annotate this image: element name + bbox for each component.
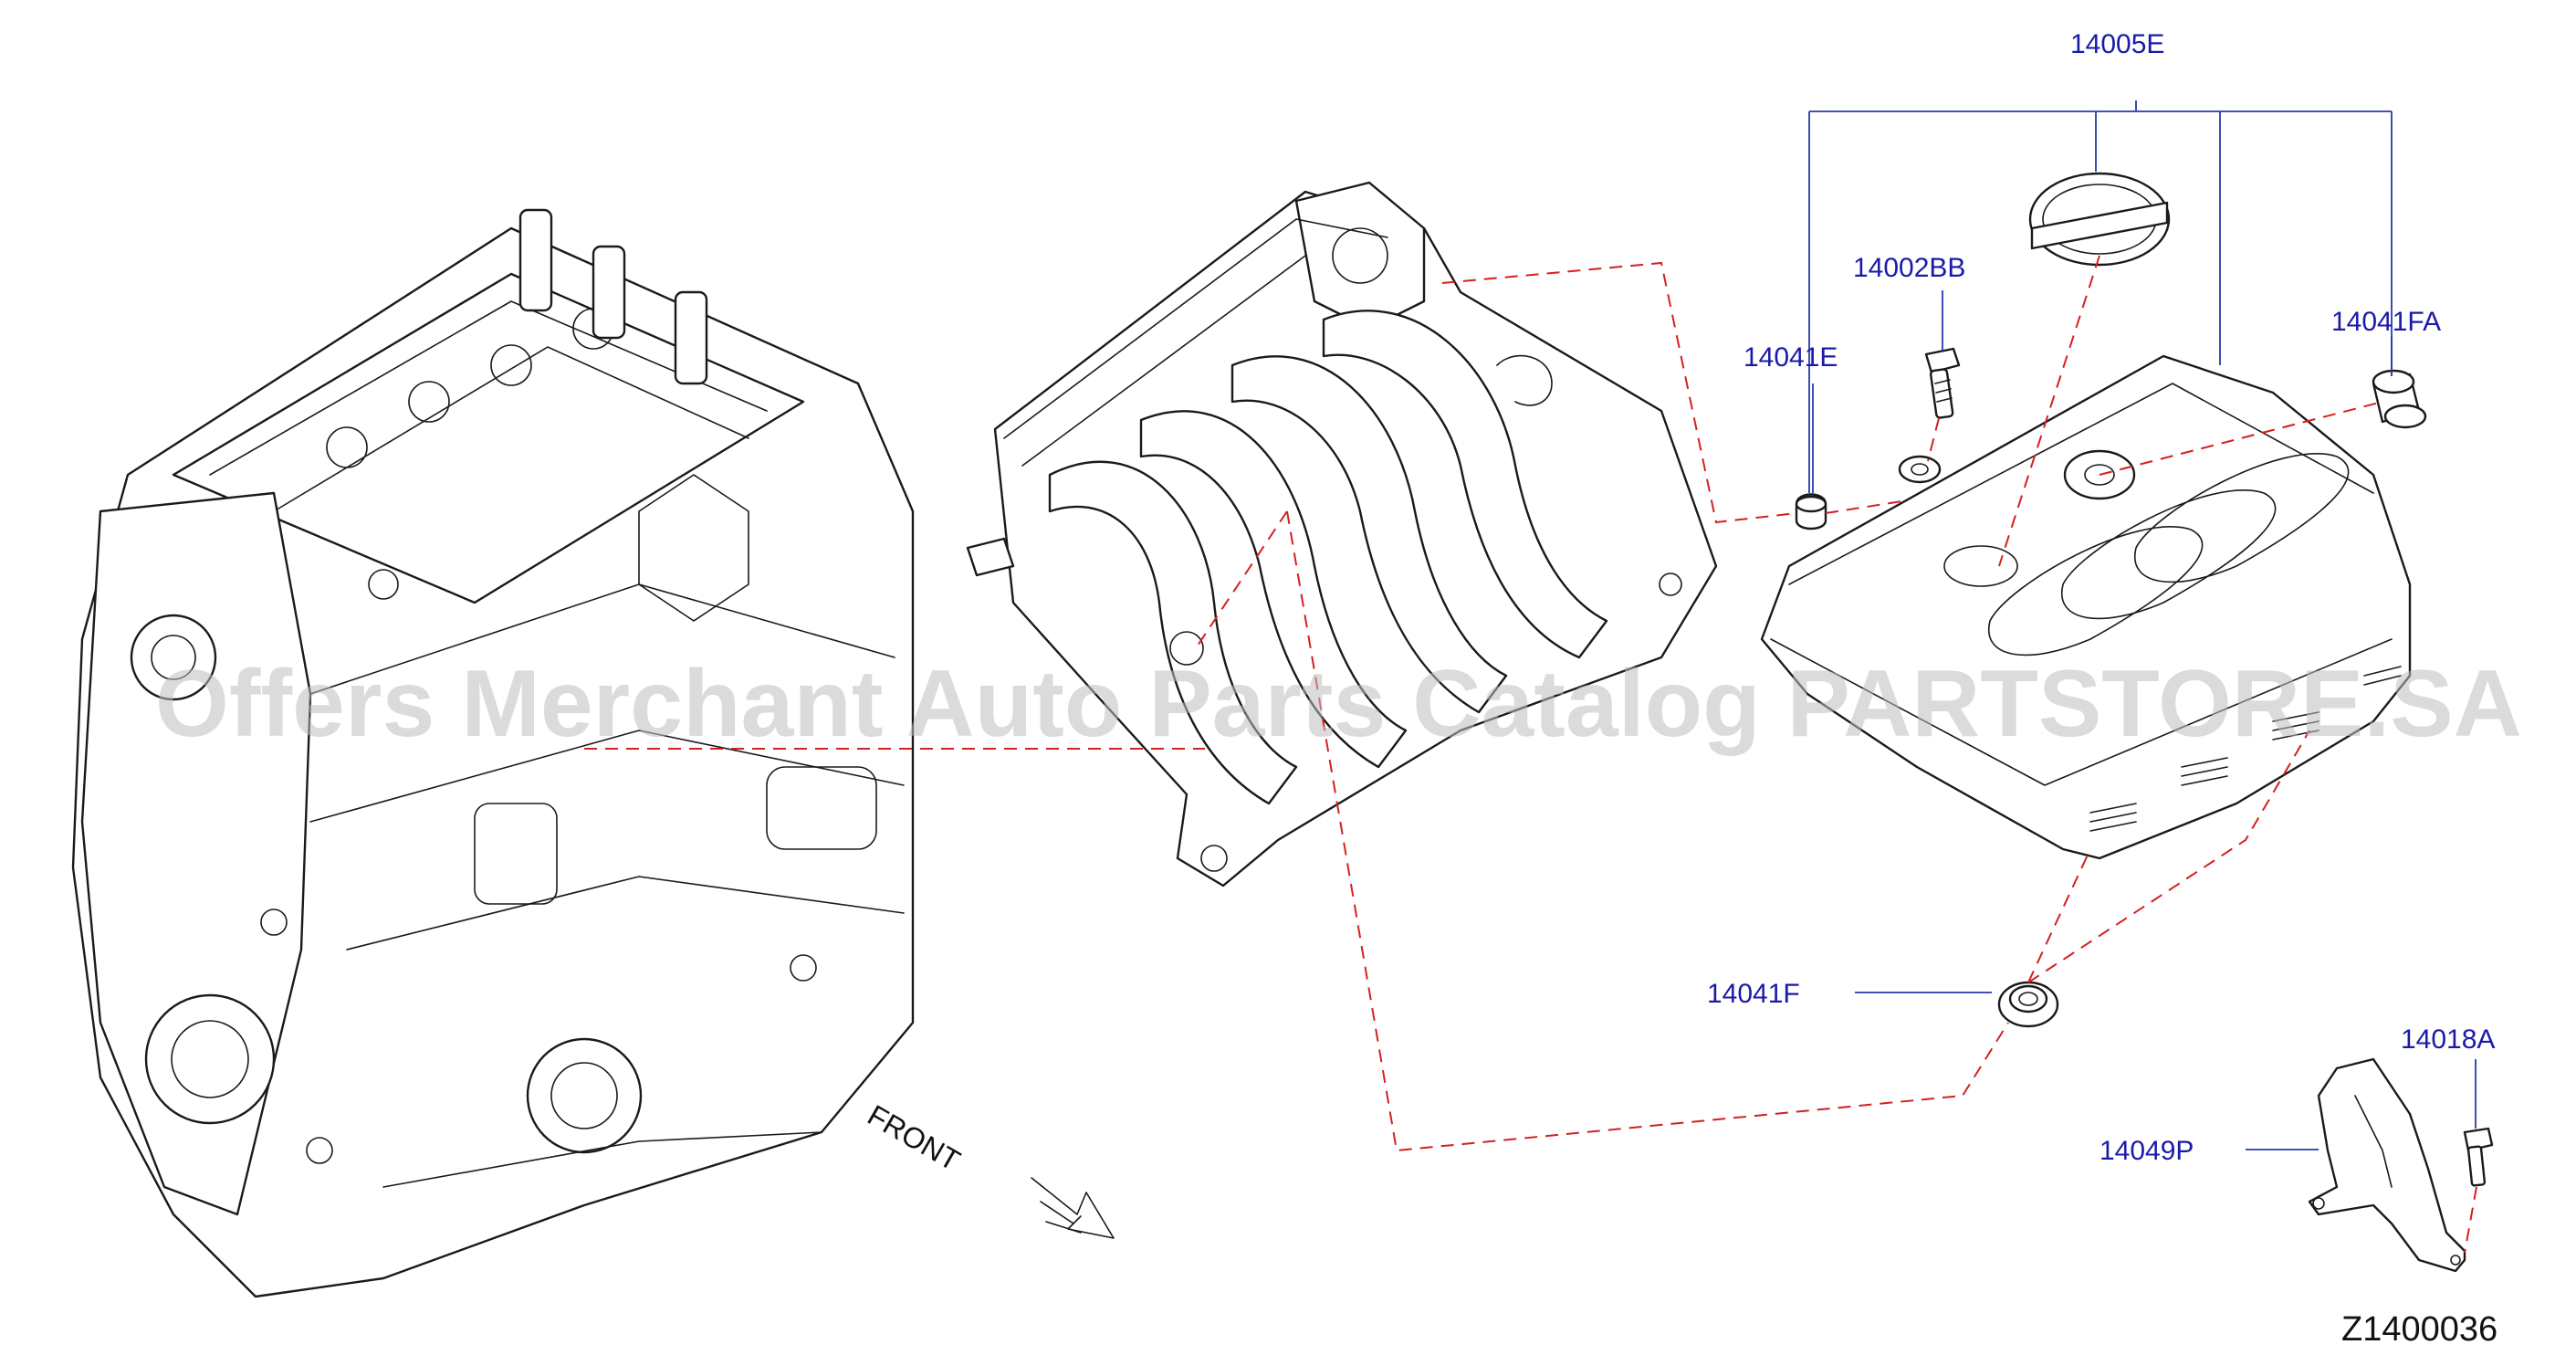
- grommet-14041fa-part: [2372, 369, 2427, 429]
- bolt-14018a-part: [2463, 1127, 2494, 1187]
- grommet-14041f-part: [1997, 981, 2059, 1028]
- grommet-14041e-part: [1795, 493, 1827, 530]
- assembly-guide-lines: [584, 255, 2477, 1254]
- callout-14049p[interactable]: 14049P: [2100, 1136, 2194, 1166]
- front-arrow-icon: [1031, 1177, 1115, 1239]
- front-indicator: FRONT: [863, 1098, 1115, 1239]
- callout-14041f[interactable]: 14041F: [1707, 979, 1800, 1009]
- washer-part: [1898, 455, 1942, 484]
- callout-14018a[interactable]: 14018A: [2401, 1024, 2495, 1055]
- callout-14041e[interactable]: 14041E: [1744, 342, 1838, 373]
- callout-14002bb[interactable]: 14002BB: [1853, 253, 1965, 283]
- watermark-text: Offers Merchant Auto Parts Catalog PARTS…: [155, 651, 2522, 757]
- callout-leader-lines: [1808, 100, 2477, 1150]
- engine-block: [71, 208, 915, 1298]
- nissan-emblem: [2028, 172, 2171, 267]
- bolt-14002bb-part: [1924, 347, 1961, 419]
- front-label: FRONT: [863, 1098, 966, 1177]
- callout-14041fa[interactable]: 14041FA: [2331, 307, 2441, 337]
- intake-manifold: [966, 181, 1718, 888]
- diagram-code: Z1400036: [2341, 1310, 2497, 1349]
- callout-14005e[interactable]: 14005E: [2070, 29, 2164, 59]
- engine-cover: [1760, 354, 2412, 860]
- bracket-14049p-part: [2308, 1057, 2466, 1273]
